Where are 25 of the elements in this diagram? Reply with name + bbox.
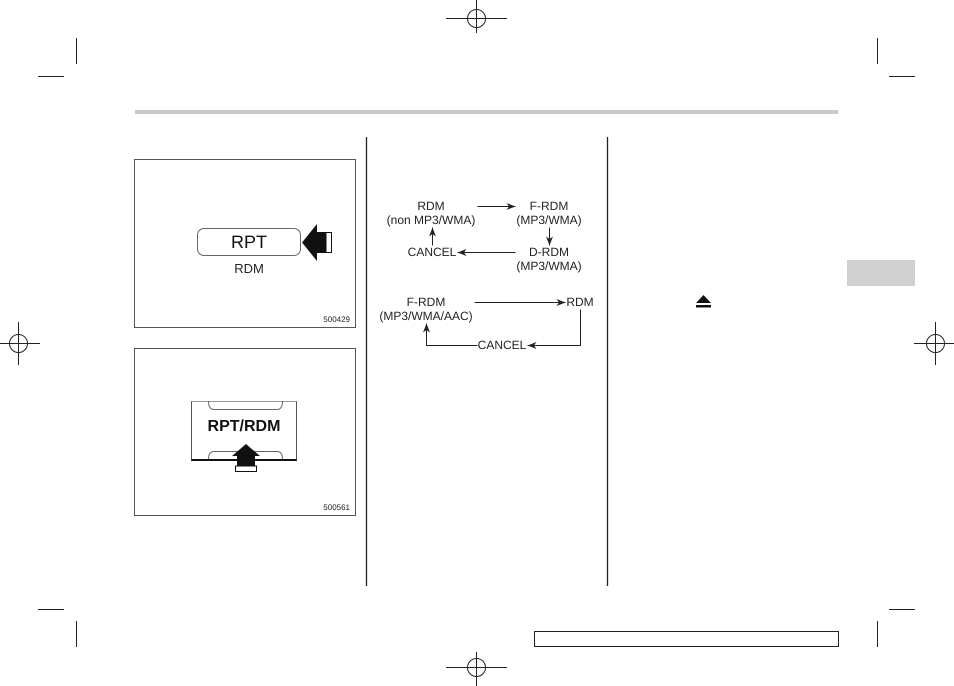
mode-label: CANCEL (477, 338, 527, 352)
figure-frame (134, 159, 356, 328)
arrow (474, 299, 566, 306)
button: RPT (197, 228, 301, 256)
arrow (457, 249, 516, 256)
mode-label: RDM (417, 199, 445, 213)
arrow (527, 309, 581, 349)
mode-label: F-RDM (530, 199, 568, 213)
format-note: (MP3/WMA) (516, 259, 582, 273)
arrow (423, 323, 478, 346)
arrow (429, 227, 436, 246)
button-caption: RDM (234, 261, 264, 276)
arrow (546, 227, 553, 246)
mode-label: D-RDM (529, 245, 569, 259)
mode-label: CANCEL (407, 245, 457, 259)
button: RPT/RDM (191, 401, 297, 461)
format-note: (MP3/WMA) (516, 213, 582, 227)
mode-label: F-RDM (406, 295, 446, 309)
figure-number: 500561 (323, 503, 350, 512)
figure-number: 500429 (323, 315, 350, 324)
figure-frame (134, 348, 356, 516)
format-note: (non MP3/WMA) (386, 213, 476, 227)
arrow (477, 203, 516, 210)
mode-label: RDM (565, 295, 595, 309)
format-note: (MP3/WMA/AAC) (379, 309, 473, 323)
